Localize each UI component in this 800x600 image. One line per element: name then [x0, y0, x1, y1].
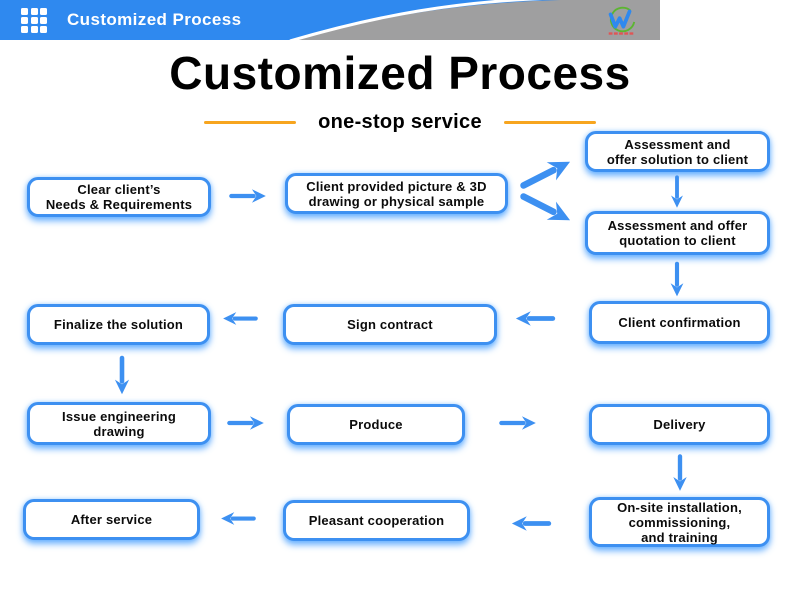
- node-issue-drawing: Issue engineering drawing: [27, 402, 211, 445]
- subtitle-line-right: [503, 120, 596, 124]
- node-delivery: Delivery: [589, 404, 770, 445]
- arrow-client-provided-to-assessment-solution: [512, 150, 580, 198]
- arrow-issue-drawing-to-produce: [226, 413, 266, 433]
- node-clear-needs: Clear client’s Needs & Requirements: [27, 177, 211, 217]
- arrow-onsite-installation-to-pleasant-cooperation: [508, 513, 554, 533]
- company-logo: [608, 6, 636, 35]
- subtitle-row: one-stop service: [0, 110, 800, 134]
- header-bar: Customized Process: [0, 0, 800, 40]
- node-assessment-solution: Assessment and offer solution to client: [585, 131, 770, 172]
- arrow-finalize-solution-to-issue-drawing: [105, 351, 139, 399]
- node-sign-contract: Sign contract: [283, 304, 497, 345]
- arrow-assessment-quotation-to-client-confirmation: [660, 260, 694, 298]
- header-background: [0, 0, 800, 40]
- node-client-provided: Client provided picture & 3D drawing or …: [285, 173, 508, 214]
- grid-icon: [21, 8, 47, 33]
- node-client-confirmation: Client confirmation: [589, 301, 770, 344]
- arrow-delivery-to-onsite-installation: [663, 451, 697, 495]
- arrow-clear-needs-to-client-provided: [228, 186, 268, 206]
- arrow-assessment-solution-to-assessment-quotation: [660, 174, 694, 210]
- node-onsite-installation: On-site installation, commissioning, and…: [589, 497, 770, 547]
- subtitle-line-left: [204, 120, 297, 124]
- arrow-produce-to-delivery: [498, 413, 538, 433]
- node-finalize-solution: Finalize the solution: [27, 304, 210, 345]
- arrow-sign-contract-to-finalize-solution: [221, 308, 259, 328]
- node-produce: Produce: [287, 404, 465, 445]
- header-title: Customized Process: [67, 10, 242, 29]
- node-after-service: After service: [23, 499, 200, 540]
- node-assessment-quotation: Assessment and offer quotation to client: [585, 211, 770, 255]
- subtitle: one-stop service: [318, 110, 482, 133]
- arrow-client-confirmation-to-sign-contract: [512, 308, 558, 328]
- node-pleasant-cooperation: Pleasant cooperation: [283, 500, 470, 541]
- arrow-pleasant-cooperation-to-after-service: [219, 508, 257, 528]
- arrow-client-provided-to-assessment-quotation: [512, 184, 580, 232]
- page-title: Customized Process: [169, 47, 631, 99]
